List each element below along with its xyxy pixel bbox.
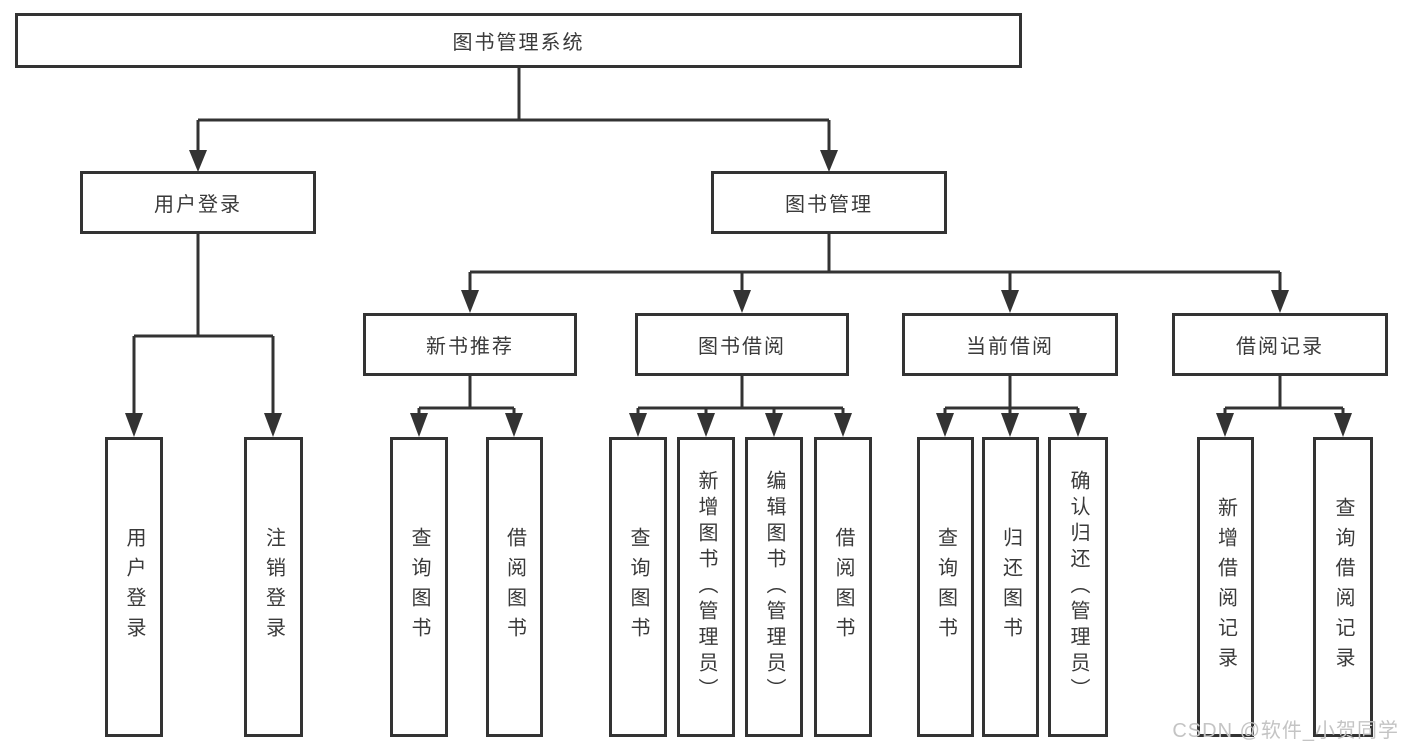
- leaf-edit-books-admin-label: 编辑图书（管理员）: [763, 470, 785, 704]
- node-current-borrow-label: 当前借阅: [966, 336, 1054, 358]
- connector-root-to-level2: [189, 68, 838, 172]
- leaf-add-borrow-record-label: 新增借阅记录: [1214, 497, 1237, 677]
- node-root-label: 图书管理系统: [452, 32, 585, 54]
- node-book-borrow-label: 图书借阅: [698, 336, 786, 358]
- node-root: 图书管理系统: [15, 13, 1022, 68]
- leaf-recommend-query-books-label: 查询图书: [408, 527, 430, 647]
- connector-book-borrow-children: [629, 376, 852, 437]
- leaf-confirm-return-admin-label: 确认归还（管理员）: [1067, 470, 1089, 704]
- node-book-borrow: 图书借阅: [635, 313, 849, 376]
- watermark: CSDN @软件_小贺同学: [1172, 720, 1399, 742]
- leaf-logout: 注销登录: [244, 437, 303, 737]
- leaf-add-borrow-record: 新增借阅记录: [1197, 437, 1254, 737]
- leaf-return-books: 归还图书: [982, 437, 1039, 737]
- connector-book-management-to-level3: [461, 234, 1289, 313]
- leaf-query-borrow-record: 查询借阅记录: [1313, 437, 1373, 737]
- connector-current-borrow-children: [936, 376, 1087, 437]
- node-book-management: 图书管理: [711, 171, 947, 234]
- connector-new-book-recommend-children: [410, 376, 523, 437]
- leaf-borrow-books: 借阅图书: [814, 437, 872, 737]
- leaf-borrow-query-books-label: 查询图书: [627, 527, 649, 647]
- leaf-edit-books-admin: 编辑图书（管理员）: [745, 437, 803, 737]
- node-book-management-label: 图书管理: [785, 194, 873, 216]
- node-borrow-records-label: 借阅记录: [1236, 336, 1324, 358]
- leaf-user-login-label: 用户登录: [123, 527, 145, 647]
- node-borrow-records: 借阅记录: [1172, 313, 1388, 376]
- leaf-borrow-books-label: 借阅图书: [832, 527, 854, 647]
- leaf-add-books-admin-label: 新增图书（管理员）: [695, 470, 717, 704]
- leaf-borrow-query-books: 查询图书: [609, 437, 667, 737]
- leaf-recommend-borrow-books-label: 借阅图书: [503, 527, 526, 647]
- leaf-query-borrow-record-label: 查询借阅记录: [1332, 497, 1354, 677]
- leaf-recommend-query-books: 查询图书: [390, 437, 448, 737]
- leaf-current-query-books-label: 查询图书: [934, 527, 957, 647]
- leaf-recommend-borrow-books: 借阅图书: [486, 437, 543, 737]
- connector-borrow-records-children: [1216, 376, 1352, 437]
- leaf-current-query-books: 查询图书: [917, 437, 974, 737]
- node-new-book-recommend-label: 新书推荐: [426, 336, 514, 358]
- node-current-borrow: 当前借阅: [902, 313, 1118, 376]
- node-user-login: 用户登录: [80, 171, 316, 234]
- leaf-add-books-admin: 新增图书（管理员）: [677, 437, 735, 737]
- node-new-book-recommend: 新书推荐: [363, 313, 577, 376]
- connector-user-login-children: [125, 234, 282, 437]
- node-user-login-label: 用户登录: [154, 194, 242, 216]
- leaf-user-login: 用户登录: [105, 437, 163, 737]
- leaf-return-books-label: 归还图书: [999, 527, 1022, 647]
- leaf-confirm-return-admin: 确认归还（管理员）: [1048, 437, 1108, 737]
- leaf-logout-label: 注销登录: [262, 527, 285, 647]
